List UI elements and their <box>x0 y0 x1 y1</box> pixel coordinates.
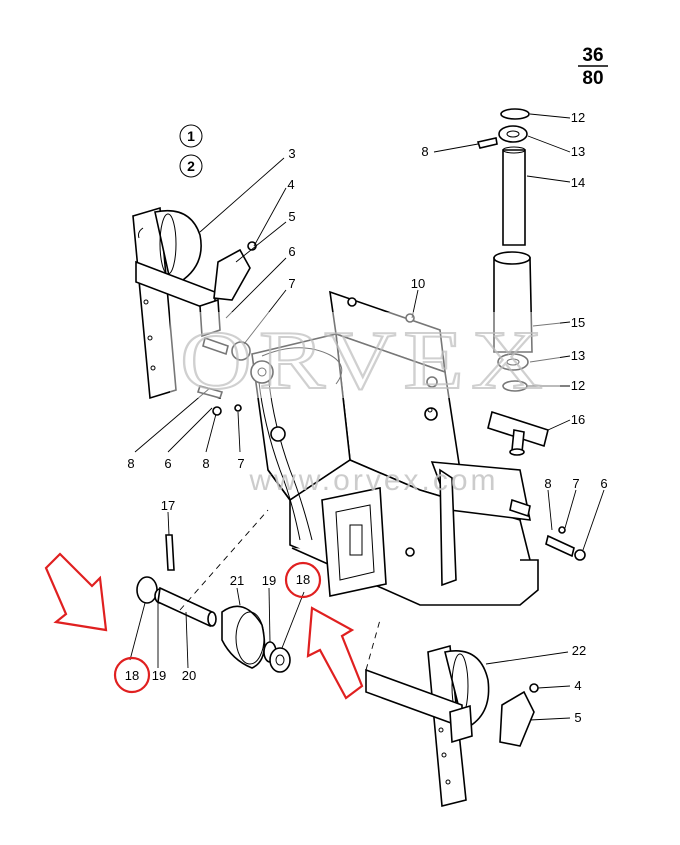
alignment-lines <box>179 509 381 671</box>
callout-7-mid: 7 <box>237 456 244 471</box>
callout-18-left: 18 <box>125 668 139 683</box>
callout-17: 17 <box>161 498 175 513</box>
callout-12-top: 12 <box>571 110 585 125</box>
shaft-assembly <box>476 108 533 392</box>
callout-8-right: 8 <box>544 476 551 491</box>
callout-4-bottom: 4 <box>574 678 581 693</box>
main-frame <box>250 290 539 606</box>
callout-7-right: 7 <box>572 476 579 491</box>
callout-7-top: 7 <box>288 276 295 291</box>
callout-16: 16 <box>571 412 585 427</box>
callout-5-top: 5 <box>288 209 295 224</box>
callout-15: 15 <box>571 315 585 330</box>
highlight-arrow-left <box>44 552 108 632</box>
variant-1-marker: 1 <box>187 128 195 144</box>
callout-18-right: 18 <box>296 572 310 587</box>
watermark: ORVEX www.orvex.com <box>170 312 560 497</box>
watermark-url: www.orvex.com <box>248 464 498 497</box>
callout-19-left: 19 <box>152 668 166 683</box>
highlight-circle-18-left <box>113 656 151 694</box>
page-number-bottom: 80 <box>582 68 603 89</box>
callout-labels: 3 4 5 6 7 8 6 8 7 10 12 8 13 14 15 13 12… <box>125 110 608 725</box>
callout-8-shaft: 8 <box>421 144 428 159</box>
callout-19-right: 19 <box>262 573 276 588</box>
callout-21: 21 <box>230 573 244 588</box>
leader-lines <box>129 113 605 721</box>
left-fasteners <box>196 336 251 416</box>
callout-22: 22 <box>572 643 586 658</box>
callout-20: 20 <box>182 668 196 683</box>
highlight-arrow-right <box>306 606 364 700</box>
callout-13-bottom: 13 <box>571 348 585 363</box>
callout-5-bottom: 5 <box>574 710 581 725</box>
right-bracket <box>365 644 539 808</box>
callout-6-right: 6 <box>600 476 607 491</box>
callout-6-left: 6 <box>164 456 171 471</box>
callout-6-top: 6 <box>288 244 295 259</box>
callout-3: 3 <box>288 146 295 161</box>
page-number-top: 36 <box>582 45 603 66</box>
callout-14: 14 <box>571 175 585 190</box>
callout-10: 10 <box>411 276 425 291</box>
highlight-annotations <box>44 552 364 700</box>
callout-8-left: 8 <box>127 456 134 471</box>
watermark-brand: ORVEX <box>180 314 550 407</box>
right-fasteners <box>509 498 586 561</box>
variant-2-marker: 2 <box>187 158 195 174</box>
t-handle <box>487 410 549 456</box>
callout-4-top: 4 <box>287 177 294 192</box>
callout-8-mid: 8 <box>202 456 209 471</box>
callout-13-top: 13 <box>571 144 585 159</box>
callout-12-bottom: 12 <box>571 378 585 393</box>
variant-markers: 1 2 <box>179 124 203 178</box>
page-number: 36 80 <box>578 45 608 89</box>
roller-assembly <box>136 534 291 673</box>
highlight-circle-18-right <box>284 561 322 599</box>
